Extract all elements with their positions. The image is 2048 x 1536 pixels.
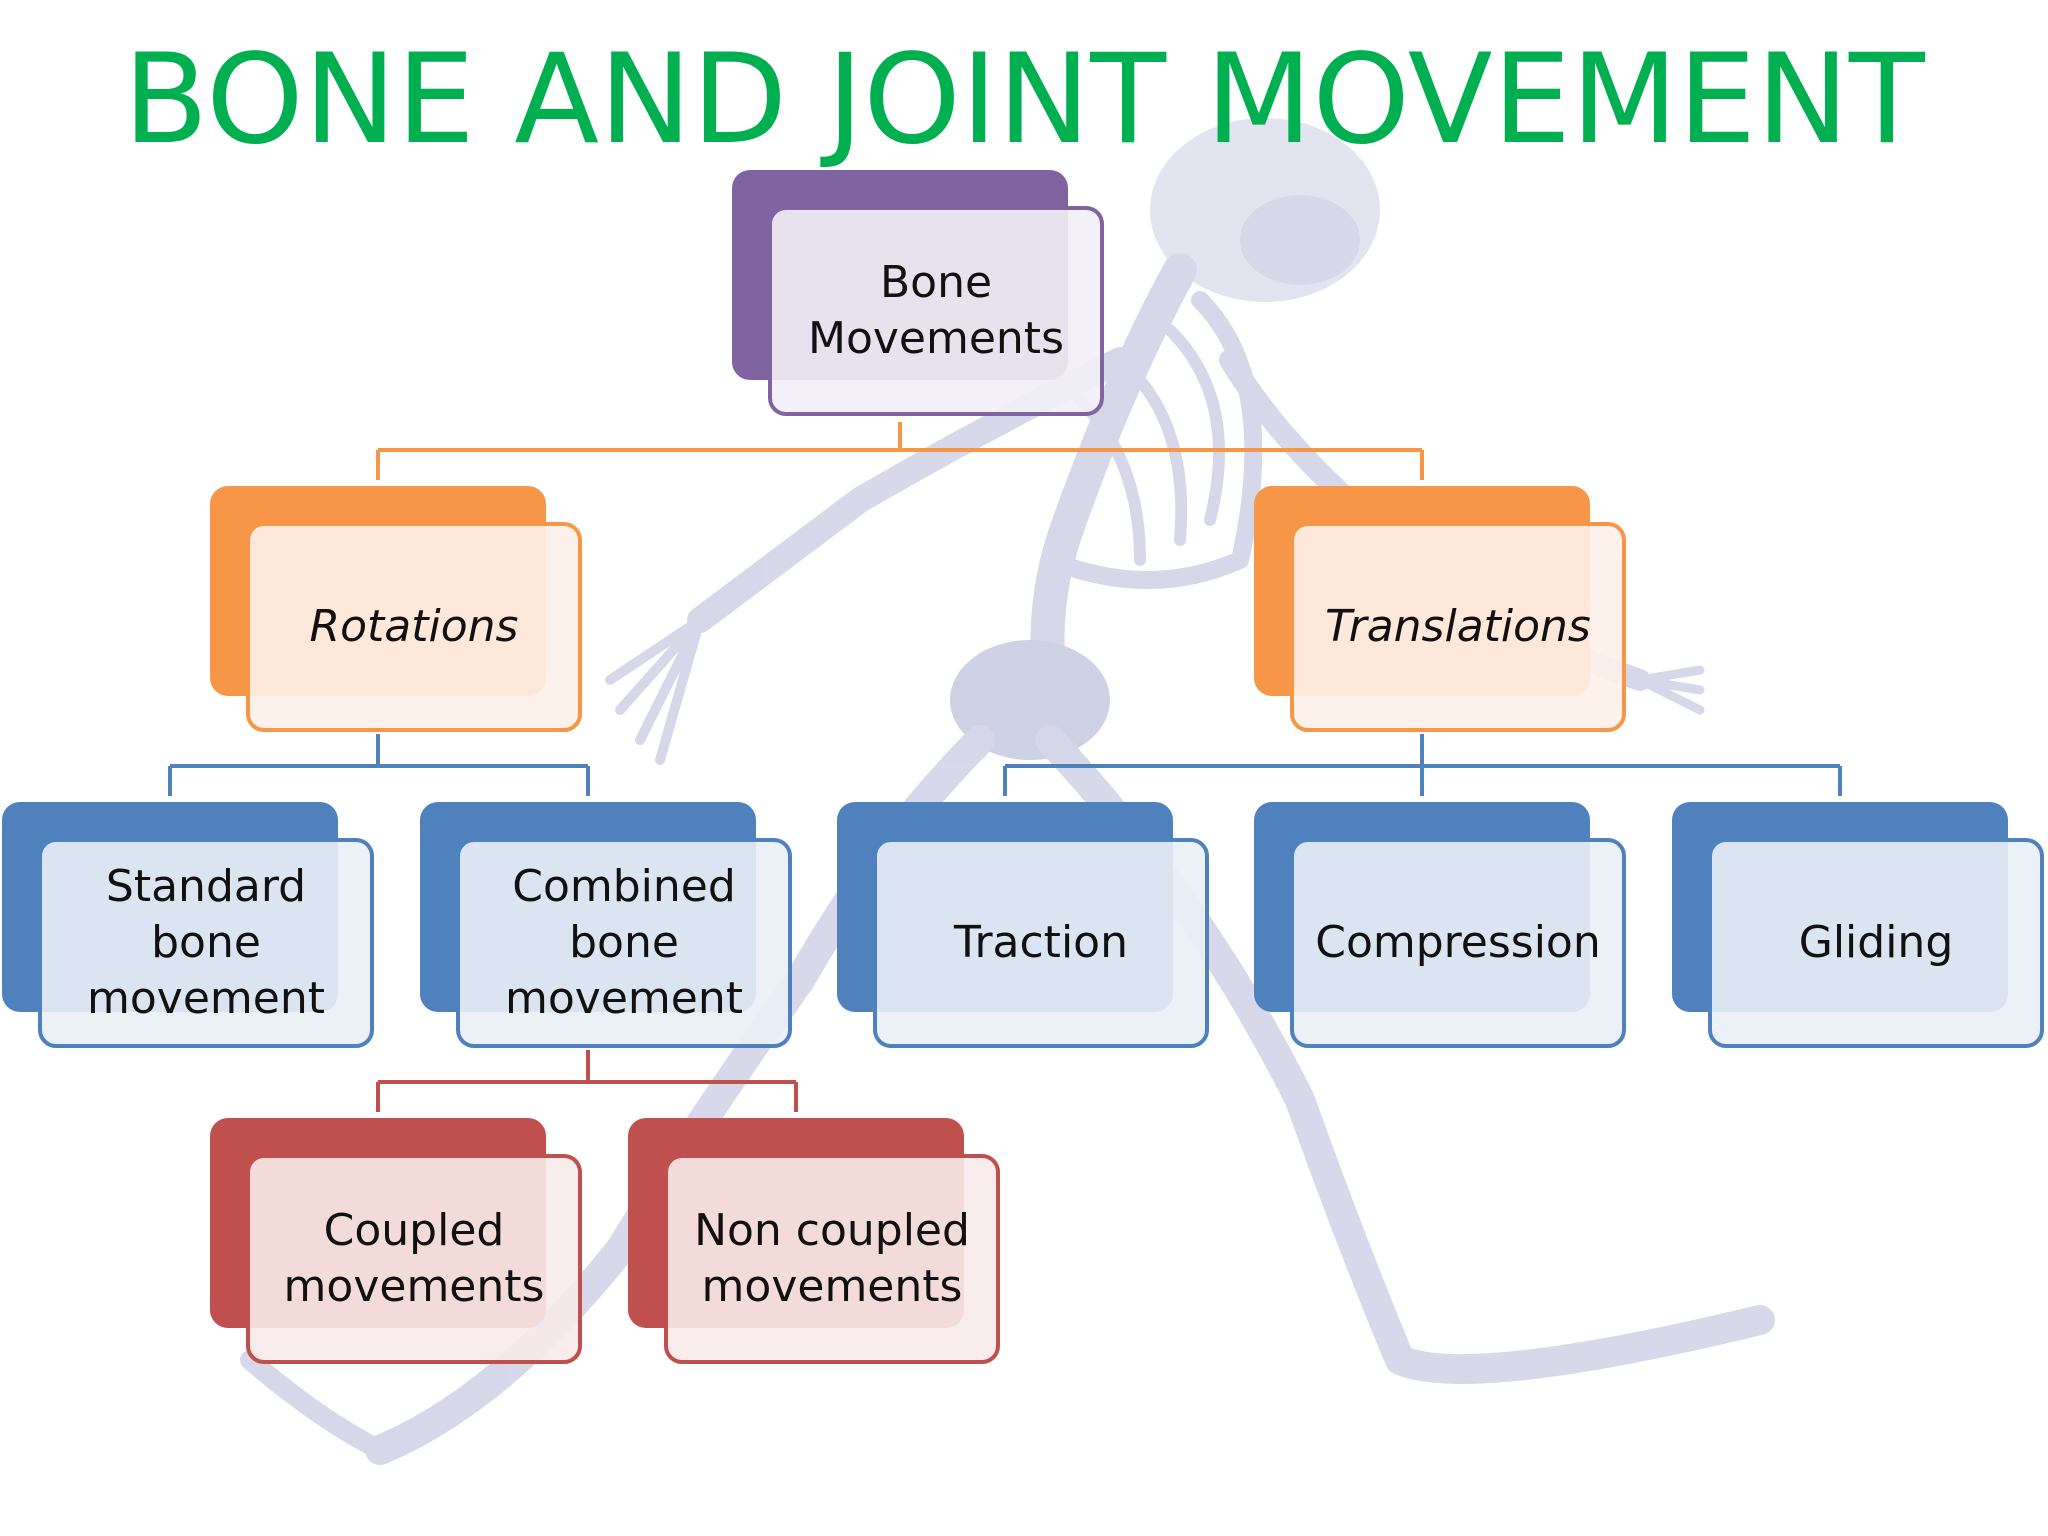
node-label: Bone Movements <box>808 257 1064 364</box>
node-label: Coupled movements <box>283 1205 545 1312</box>
node-box: Combined bone movement <box>456 838 792 1048</box>
node-box: Coupled movements <box>246 1154 582 1364</box>
connector-root <box>376 422 1424 480</box>
node-label: Gliding <box>1798 917 1954 968</box>
connector-combined <box>376 1050 798 1112</box>
connector-translations <box>1003 734 1842 796</box>
node-label: Compression <box>1315 917 1601 968</box>
node-box: Compression <box>1290 838 1626 1048</box>
slide-title: BONE AND JOINT MOVEMENT <box>123 28 1925 172</box>
node-label: Traction <box>954 917 1128 968</box>
node-label: Rotations <box>309 601 519 652</box>
node-box: Traction <box>873 838 1209 1048</box>
node-label: Combined bone movement <box>505 861 743 1024</box>
connector-rotations <box>168 734 590 796</box>
node-box: Standard bone movement <box>38 838 374 1048</box>
node-box: Gliding <box>1708 838 2044 1048</box>
node-box: Translations <box>1290 522 1626 732</box>
node-box: Non coupled movements <box>664 1154 1000 1364</box>
node-label: Standard bone movement <box>87 861 325 1024</box>
node-box: Rotations <box>246 522 582 732</box>
node-label: Non coupled movements <box>694 1205 970 1312</box>
node-label: Translations <box>1325 601 1591 652</box>
node-box: Bone Movements <box>768 206 1104 416</box>
